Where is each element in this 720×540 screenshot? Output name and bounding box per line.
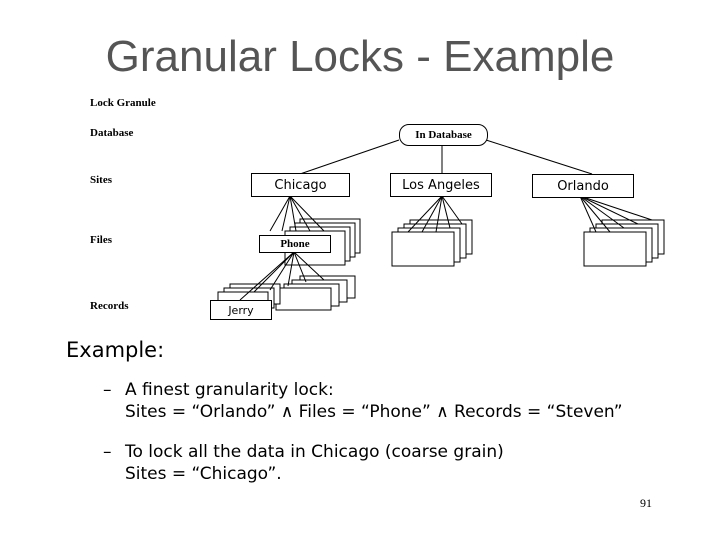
orlando-fanout-lines [579, 195, 653, 233]
edge-root-chicago [299, 139, 400, 175]
site-node-los-angeles: Los Angeles [390, 173, 492, 197]
site-node-orlando: Orlando [532, 174, 634, 198]
file-node-phone: Phone [259, 235, 331, 253]
lock-hierarchy-diagram [217, 139, 665, 313]
level-label-records: Records [90, 300, 129, 312]
level-label-sites: Sites [90, 174, 112, 186]
bullet-line: To lock all the data in Chicago (coarse … [125, 442, 504, 462]
chicago-fanout-lines [269, 195, 325, 232]
los-angeles-file-stack [391, 219, 473, 267]
bullet-coarse-grain: – To lock all the data in Chicago (coars… [103, 441, 504, 485]
site-node-chicago: Chicago [251, 173, 350, 197]
slide-title: Granular Locks - Example [105, 32, 615, 81]
los-angeles-fanout-lines [407, 195, 463, 233]
phone-fanout-lines [239, 251, 325, 301]
orlando-file-stack [583, 219, 665, 267]
bullet-line: Sites = “Orlando” ∧ Files = “Phone” ∧ Re… [125, 402, 623, 422]
page-number: 91 [640, 496, 652, 510]
level-label-database: Database [90, 127, 134, 139]
root-node-in-database: In Database [399, 124, 488, 146]
level-label-lock-granule: Lock Granule [90, 97, 156, 109]
bullet-line: Sites = “Chicago”. [125, 464, 282, 484]
bullet-dash: – [103, 380, 112, 400]
example-heading: Example: [66, 338, 165, 362]
record-node-jerry: Jerry [210, 300, 272, 320]
level-label-files: Files [90, 234, 112, 246]
bullet-line: A finest granularity lock: [125, 380, 334, 400]
edge-root-orlando [485, 139, 593, 175]
bullet-dash: – [103, 442, 112, 462]
bullet-finest-granularity: – A finest granularity lock: Sites = “Or… [103, 379, 623, 423]
phone-record-stack [275, 275, 356, 311]
